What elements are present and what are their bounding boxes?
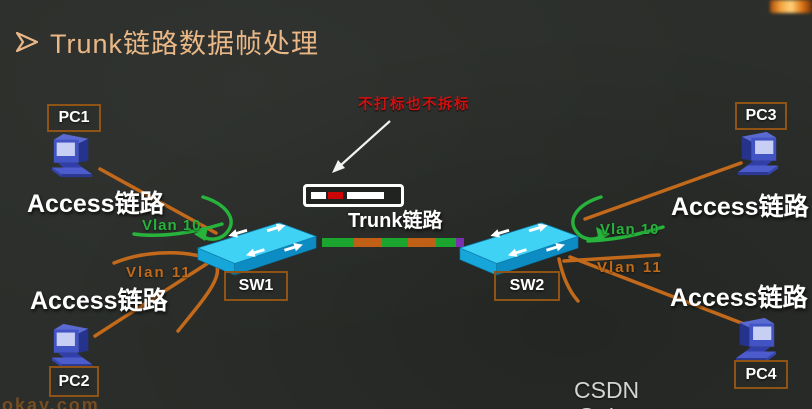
access-label-bottom-left: Access链路 bbox=[30, 287, 168, 315]
vlan11-label-right: Vlan 11 bbox=[597, 259, 663, 276]
access-label-top-right: Access链路 bbox=[671, 193, 809, 221]
vlan10-label-left: Vlan 10 bbox=[142, 217, 202, 234]
page-title: Trunk链路数据帧处理 bbox=[16, 22, 319, 61]
access-label-top-left: Access链路 bbox=[27, 190, 165, 218]
vlan11-curve-right bbox=[557, 257, 580, 303]
corner-watermark: okay.com bbox=[2, 395, 100, 409]
switch-icon bbox=[448, 217, 590, 279]
frame-segment bbox=[311, 192, 326, 199]
vlan10-label-right: Vlan 10 bbox=[600, 221, 660, 238]
frame-segment bbox=[347, 192, 384, 199]
pc-icon bbox=[44, 132, 102, 180]
pc3-label: PC3 bbox=[735, 102, 787, 130]
sw2-label: SW2 bbox=[494, 271, 560, 301]
pc1-label: PC1 bbox=[47, 104, 101, 132]
trunk-link-stripe bbox=[322, 238, 464, 247]
access-label-bottom-right: Access链路 bbox=[670, 284, 808, 312]
pc2-label: PC2 bbox=[49, 366, 99, 397]
arrow-bullet-icon bbox=[16, 31, 38, 52]
sw1-label: SW1 bbox=[224, 271, 288, 301]
tagged-frame-icon bbox=[303, 184, 404, 207]
frame-vlan-tag bbox=[328, 192, 343, 199]
pc-icon bbox=[726, 316, 784, 364]
switch-icon bbox=[186, 217, 328, 279]
annotation-note: 不打标也不拆标 bbox=[358, 97, 470, 113]
pc4-label: PC4 bbox=[734, 360, 788, 389]
csdn-watermark: CSDN @xian653617125 bbox=[574, 377, 755, 409]
vlan10-arrowheads bbox=[194, 227, 610, 241]
corner-thumbnail bbox=[770, 0, 812, 13]
down-left-arrow-icon bbox=[332, 120, 391, 173]
pc-icon bbox=[44, 322, 102, 370]
pc-icon bbox=[728, 130, 786, 178]
vlan11-label-left: Vlan 11 bbox=[126, 264, 192, 281]
page-title-text: Trunk链路数据帧处理 bbox=[50, 29, 320, 59]
trunk-link-label: Trunk链路 bbox=[348, 210, 443, 232]
vlan10-arrows bbox=[132, 195, 665, 243]
